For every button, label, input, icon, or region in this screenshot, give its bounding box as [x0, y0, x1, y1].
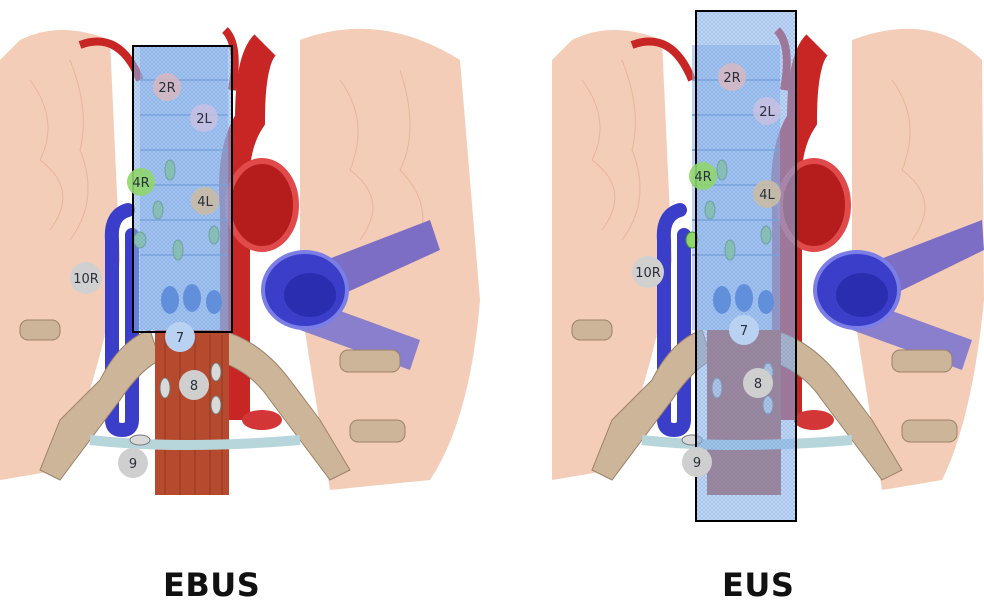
svg-text:4R: 4R	[694, 170, 711, 185]
station-9: 9	[682, 447, 712, 477]
station-2R: 2R	[153, 73, 181, 101]
svg-text:10R: 10R	[635, 266, 661, 281]
station-7: 7	[165, 322, 195, 352]
svg-text:8: 8	[190, 379, 198, 394]
station-4R: 4R	[689, 162, 717, 190]
station-10R: 10R	[632, 256, 664, 288]
svg-text:2L: 2L	[196, 112, 212, 127]
eus-anatomy-illustration: 2R 2L 4R 4L 10R 7 8 9	[492, 0, 984, 560]
aortic-arch-section	[228, 161, 296, 249]
svg-text:9: 9	[693, 456, 701, 471]
svg-text:4L: 4L	[759, 188, 775, 203]
svg-text:4L: 4L	[197, 195, 213, 210]
eus-accessible-region	[696, 11, 796, 521]
ebus-panel: 2R 2L 4R 4L 10R 7 8 9	[0, 0, 492, 560]
station-2L: 2L	[190, 104, 218, 132]
station-8: 8	[179, 370, 209, 400]
station-10R: 10R	[70, 262, 102, 294]
station-4R: 4R	[127, 168, 155, 196]
svg-text:10R: 10R	[73, 272, 99, 287]
station-2L: 2L	[753, 97, 781, 125]
svg-text:7: 7	[740, 324, 748, 339]
ebus-caption: EBUS	[163, 566, 260, 604]
svg-text:4R: 4R	[132, 176, 149, 191]
eus-panel: 2R 2L 4R 4L 10R 7 8 9	[492, 0, 984, 560]
station-4L: 4L	[753, 180, 781, 208]
eus-caption: EUS	[722, 566, 794, 604]
svg-text:9: 9	[129, 457, 137, 472]
station-8: 8	[743, 368, 773, 398]
ebus-anatomy-illustration: 2R 2L 4R 4L 10R 7 8 9	[0, 0, 492, 560]
station-9: 9	[118, 448, 148, 478]
station-2R: 2R	[718, 63, 746, 91]
station-4L: 4L	[191, 187, 219, 215]
svg-text:8: 8	[754, 377, 762, 392]
svg-text:2L: 2L	[759, 105, 775, 120]
svg-text:2R: 2R	[158, 81, 175, 96]
station-7: 7	[729, 315, 759, 345]
svg-text:7: 7	[176, 331, 184, 346]
svg-text:2R: 2R	[723, 71, 740, 86]
